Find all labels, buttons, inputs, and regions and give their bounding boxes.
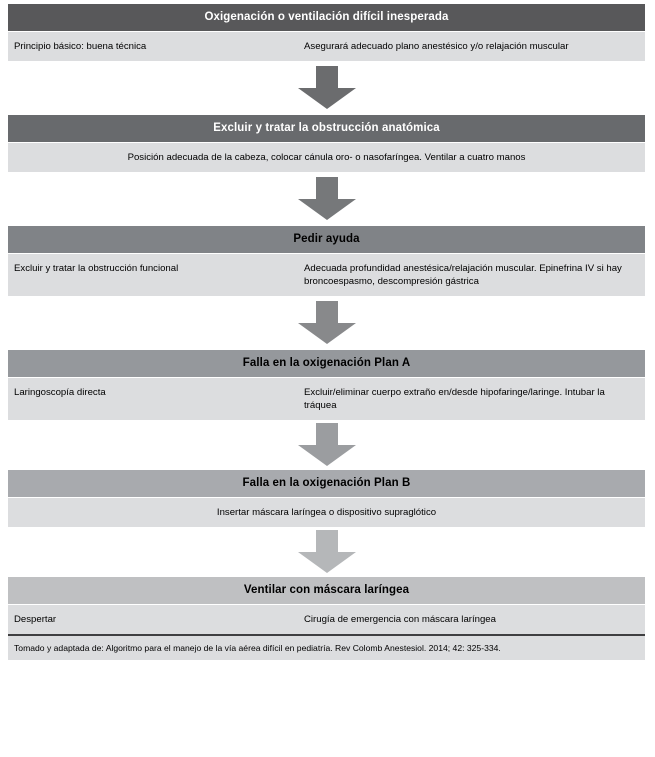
stage-1-header: Oxigenación o ventilación difícil inespe… <box>8 4 645 31</box>
stage-4-header: Falla en la oxigenación Plan A <box>8 350 645 377</box>
down-arrow-icon <box>297 530 356 573</box>
stage-5: Falla en la oxigenación Plan B Insertar … <box>8 470 645 527</box>
down-arrow-icon <box>297 301 356 344</box>
arrow-5-container <box>8 527 645 577</box>
stage-4: Falla en la oxigenación Plan A Laringosc… <box>8 350 645 420</box>
stage-5-header: Falla en la oxigenación Plan B <box>8 470 645 497</box>
stage-1-right-text: Asegurará adecuado plano anestésico y/o … <box>304 41 569 52</box>
stage-3-right-text: Adecuada profundidad anestésica/relajaci… <box>304 263 622 287</box>
stage-6: Ventilar con máscara laríngea Despertar … <box>8 577 645 634</box>
stage-1-body: Principio básico: buena técnica Asegurar… <box>8 31 645 61</box>
stage-3-header: Pedir ayuda <box>8 226 645 253</box>
stage-6-left-text: Despertar <box>14 614 57 625</box>
stage-4-right-text: Excluir/eliminar cuerpo extraño en/desde… <box>304 387 605 411</box>
arrow-1-container <box>8 61 645 115</box>
stage-1: Oxigenación o ventilación difícil inespe… <box>8 4 645 61</box>
arrow-2-container <box>8 172 645 226</box>
down-arrow-icon <box>297 423 356 466</box>
arrow-3-container <box>8 296 645 350</box>
stage-4-body: Laringoscopía directa Excluir/eliminar c… <box>8 377 645 420</box>
footer-divider <box>8 634 645 636</box>
stage-2-body: Posición adecuada de la cabeza, colocar … <box>8 142 645 172</box>
stage-3-left-text: Excluir y tratar la obstrucción funciona… <box>14 263 179 274</box>
stage-5-center-text: Insertar máscara laríngea o dispositivo … <box>216 507 437 518</box>
arrow-4-container <box>8 420 645 470</box>
stage-4-left-text: Laringoscopía directa <box>14 387 106 398</box>
stage-5-body: Insertar máscara laríngea o dispositivo … <box>8 497 645 527</box>
stage-6-header: Ventilar con máscara laríngea <box>8 577 645 604</box>
source-citation: Tomado y adaptada de: Algoritmo para el … <box>8 636 645 660</box>
stage-1-left-text: Principio básico: buena técnica <box>14 41 147 52</box>
down-arrow-icon <box>297 177 356 220</box>
stage-3-body: Excluir y tratar la obstrucción funciona… <box>8 253 645 296</box>
stage-2: Excluir y tratar la obstrucción anatómic… <box>8 115 645 172</box>
stage-6-body: Despertar Cirugía de emergencia con másc… <box>8 604 645 634</box>
down-arrow-icon <box>297 66 356 109</box>
stage-6-right-text: Cirugía de emergencia con máscara laríng… <box>304 614 496 625</box>
stage-3: Pedir ayuda Excluir y tratar la obstrucc… <box>8 226 645 296</box>
stage-2-header: Excluir y tratar la obstrucción anatómic… <box>8 115 645 142</box>
stage-2-center-text: Posición adecuada de la cabeza, colocar … <box>127 152 526 163</box>
